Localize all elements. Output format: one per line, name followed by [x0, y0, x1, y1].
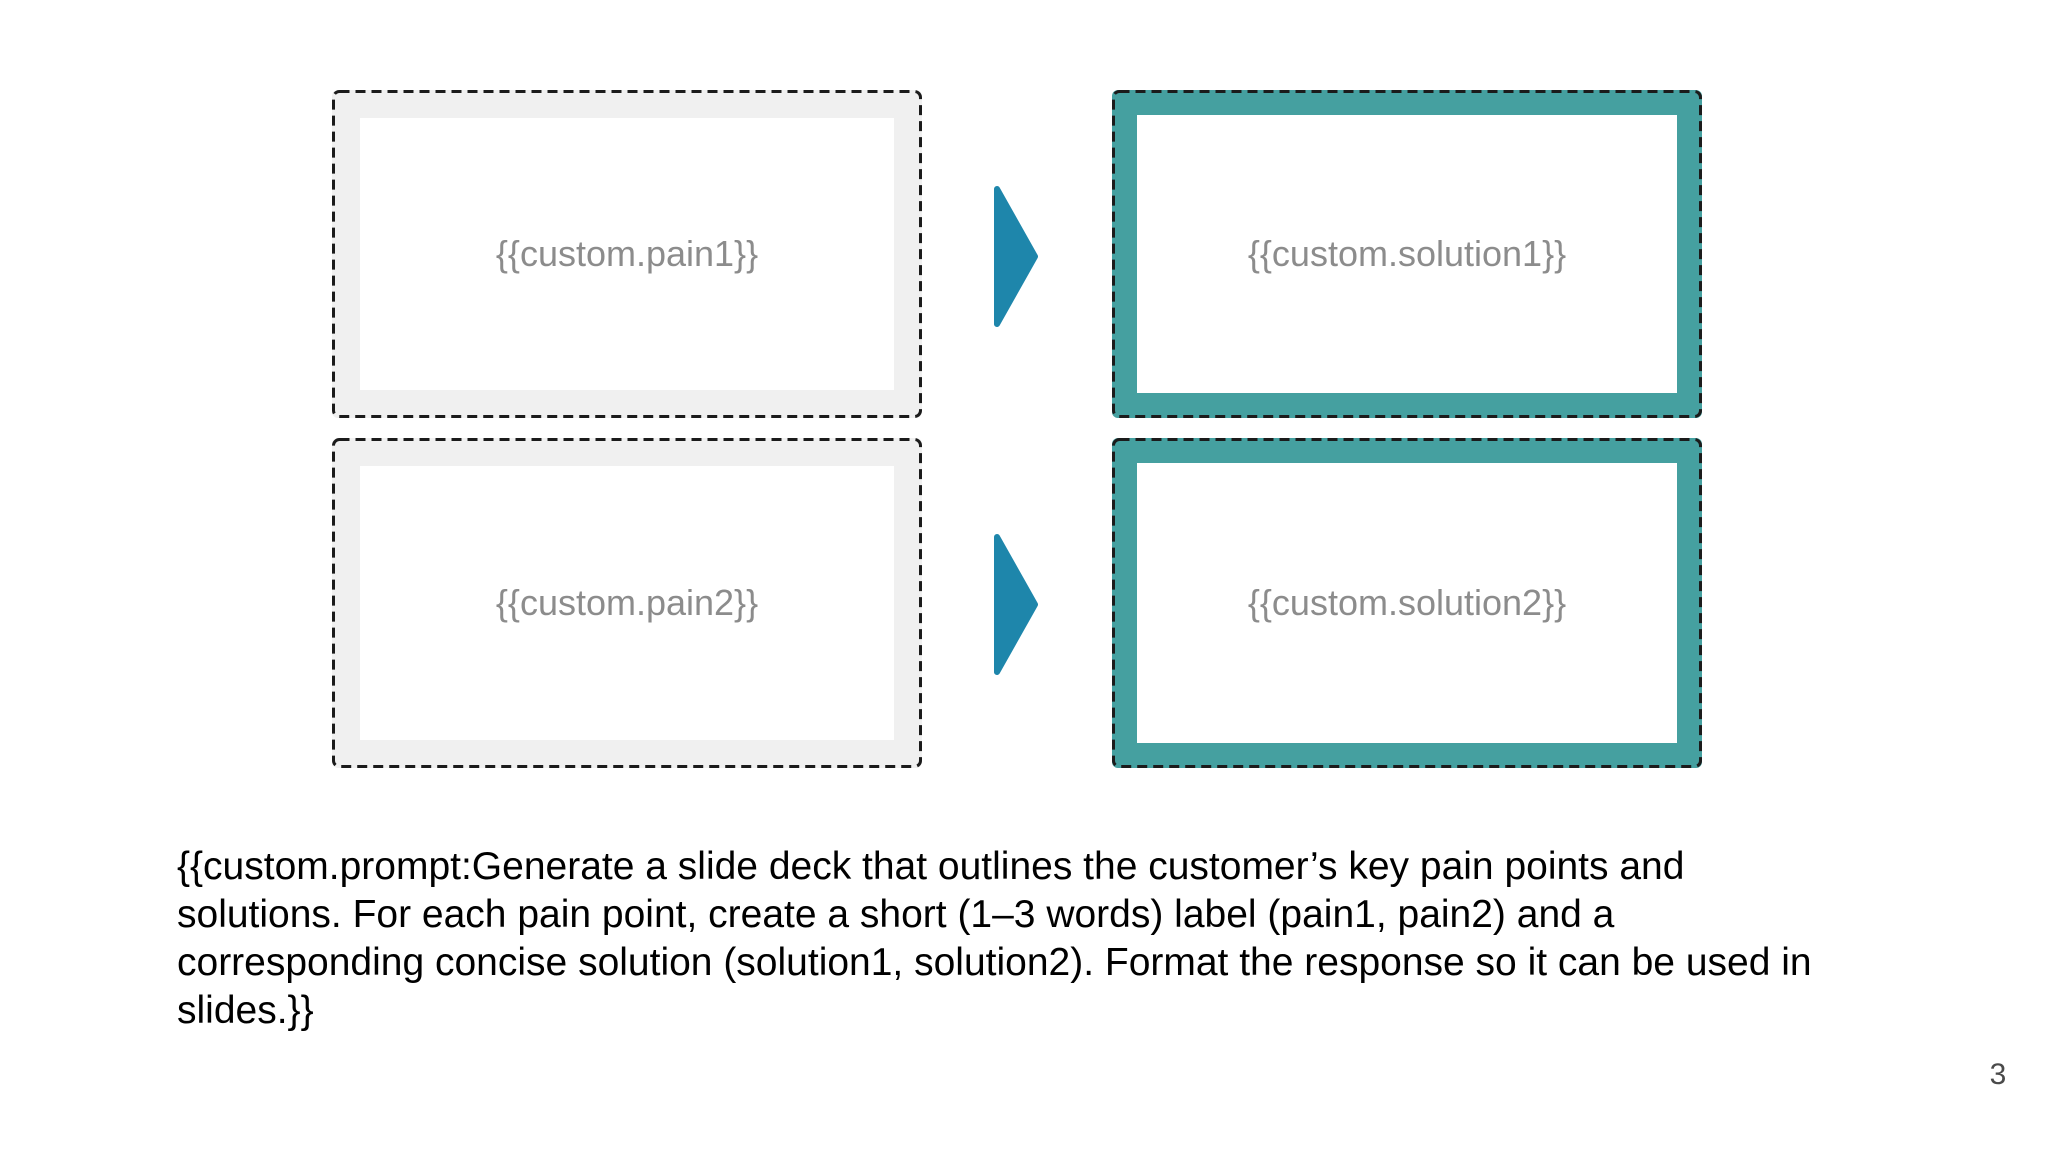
pain2-box: {{custom.pain2}} — [332, 438, 922, 768]
prompt-line-3: corresponding concise solution (solution… — [177, 941, 1812, 984]
pain1-box: {{custom.pain1}} — [332, 90, 922, 418]
prompt-line-1: {{custom.prompt:Generate a slide deck th… — [177, 845, 1685, 888]
solution2-inner-panel: {{custom.solution2}} — [1137, 463, 1677, 743]
prompt-line-4: slides.}} — [177, 989, 314, 1032]
right-arrow-icon — [994, 186, 1038, 327]
solution2-placeholder-text: {{custom.solution2}} — [1247, 582, 1567, 623]
right-arrow-icon — [994, 534, 1038, 675]
solution1-inner-panel: {{custom.solution1}} — [1137, 115, 1677, 393]
pain1-placeholder-text: {{custom.pain1}} — [495, 233, 759, 274]
prompt-line-2: solutions. For each pain point, create a… — [177, 893, 1615, 936]
page-number: 3 — [1989, 1058, 2007, 1091]
pain2-inner-panel: {{custom.pain2}} — [360, 466, 894, 740]
pain1-inner-panel: {{custom.pain1}} — [360, 118, 894, 390]
pain2-placeholder-text: {{custom.pain2}} — [495, 582, 759, 623]
solution1-box: {{custom.solution1}} — [1112, 90, 1702, 418]
prompt-text-block: {{custom.prompt:Generate a slide deck th… — [177, 843, 1897, 1035]
solution2-box: {{custom.solution2}} — [1112, 438, 1702, 768]
solution1-placeholder-text: {{custom.solution1}} — [1247, 233, 1567, 274]
